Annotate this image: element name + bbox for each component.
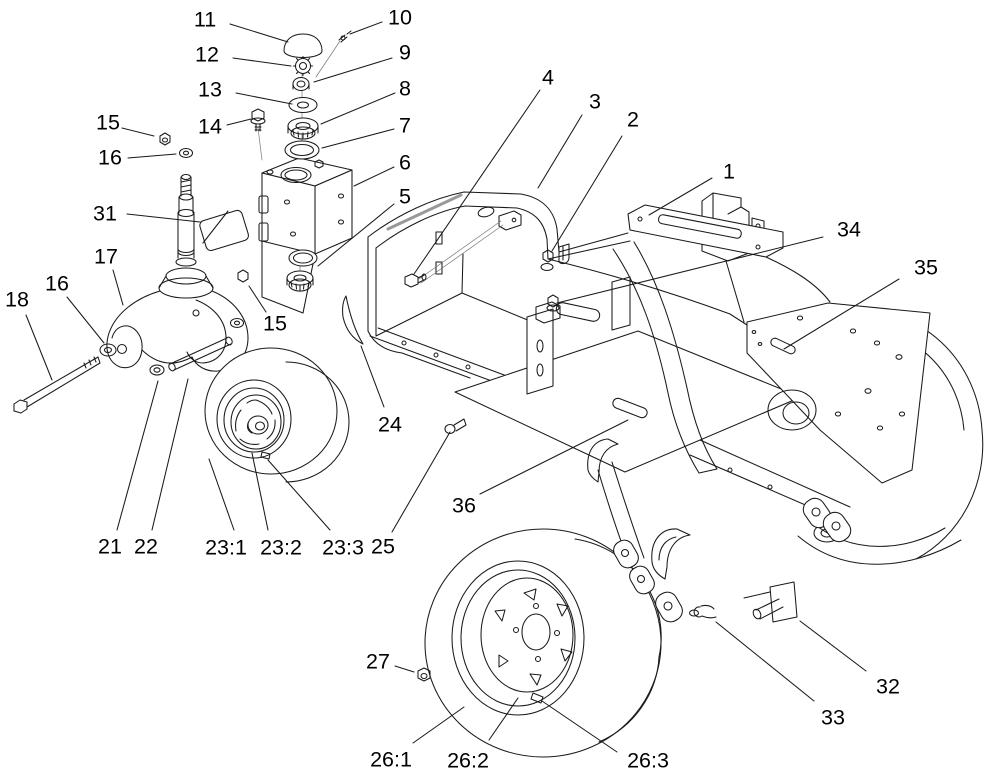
callout-leader-11	[229, 23, 289, 43]
callout-leader-18	[25, 314, 53, 381]
callout-label-34: 34	[837, 218, 861, 242]
callout-label-21: 21	[98, 535, 122, 559]
callout-leader-34	[556, 236, 824, 304]
callout-leader-35	[783, 278, 900, 350]
callout-leader-14	[226, 118, 252, 126]
callout-label-9: 9	[399, 41, 411, 65]
callout-leader-26:3	[541, 700, 618, 753]
callout-label-23:2: 23:2	[260, 536, 302, 560]
callout-label-22: 22	[134, 535, 158, 559]
callout-label-7: 7	[399, 114, 411, 138]
callout-leader-33	[715, 621, 815, 702]
callout-label-14: 14	[198, 115, 222, 139]
callout-label-13: 13	[198, 78, 222, 102]
callout-leader-24	[360, 345, 385, 408]
callout-label-3: 3	[589, 90, 601, 114]
bearing-upper	[287, 117, 319, 135]
callout-leader-1	[648, 177, 713, 216]
callout-label-11: 11	[194, 8, 216, 32]
callout-leader-26:2	[488, 697, 519, 741]
callout-label-12: 12	[195, 43, 219, 67]
callout-leader-15	[121, 127, 155, 137]
callout-leader-21	[116, 380, 159, 531]
callout-label-15: 15	[96, 111, 120, 135]
rear-hitch-assembly	[597, 461, 798, 623]
valve-stem	[260, 451, 271, 460]
callout-leader-7	[321, 128, 395, 149]
callout-leader-2	[551, 135, 623, 252]
callout-label-35: 35	[914, 256, 938, 280]
caster-wheel	[204, 347, 350, 483]
callout-leader-16	[127, 153, 177, 159]
callout-leader-23:2	[251, 452, 269, 531]
callout-leader-23:3	[267, 459, 331, 531]
callout-label-5: 5	[399, 185, 411, 209]
callout-label-15: 15	[263, 312, 287, 336]
callout-label-8: 8	[399, 77, 411, 101]
cap	[283, 33, 323, 58]
callout-label-16: 16	[45, 272, 69, 296]
callout-leader-12	[232, 57, 292, 67]
lug-nut	[417, 667, 431, 682]
callout-label-23:3: 23:3	[322, 536, 364, 560]
callout-label-17: 17	[94, 245, 118, 269]
callout-label-32: 32	[876, 675, 900, 699]
callout-label-6: 6	[399, 151, 411, 175]
callout-leader-17	[112, 269, 124, 306]
callout-leader-6	[353, 166, 395, 187]
callout-leader-3	[537, 114, 583, 189]
rear-wheel	[424, 528, 662, 758]
callout-label-2: 2	[627, 108, 639, 132]
callout-leader-4	[413, 89, 541, 275]
valve-stem	[530, 692, 544, 704]
callout-leader-31	[126, 213, 201, 223]
callout-label-25: 25	[371, 535, 395, 559]
callout-leader-36	[479, 419, 629, 495]
callout-leader-10	[349, 21, 383, 35]
callout-leader-16	[66, 296, 105, 344]
callout-label-26:3: 26:3	[627, 749, 669, 773]
castle-nut	[294, 57, 312, 75]
callout-label-36: 36	[452, 494, 476, 518]
callout-label-24: 24	[378, 413, 402, 437]
callout-label-1: 1	[723, 160, 735, 184]
washer	[288, 96, 318, 114]
callout-label-4: 4	[542, 66, 554, 90]
bearing-cup	[284, 140, 320, 160]
callout-label-16: 16	[98, 146, 122, 170]
callout-layer: 1112131410987654321343515163117161815242…	[5, 6, 938, 773]
callout-label-26:2: 26:2	[447, 749, 489, 773]
callout-label-10: 10	[388, 6, 412, 30]
callout-leader-22	[151, 378, 189, 531]
callout-leader-25	[391, 431, 451, 533]
housing-block-front	[261, 172, 316, 255]
caster-fork-assembly	[13, 132, 249, 414]
callout-leader-26:1	[412, 706, 465, 744]
callout-leader-27	[394, 665, 415, 673]
callout-label-33: 33	[821, 706, 845, 730]
callout-leader-5	[317, 203, 395, 267]
callout-label-26:1: 26:1	[370, 748, 412, 772]
callout-label-27: 27	[366, 650, 390, 674]
callout-label-18: 18	[5, 288, 29, 312]
callout-label-31: 31	[93, 202, 117, 226]
callout-leader-8	[320, 92, 396, 125]
callout-leader-9	[313, 57, 393, 83]
callout-leader-15	[248, 285, 267, 313]
callout-leader-23:1	[208, 458, 235, 531]
callout-label-23:1: 23:1	[205, 536, 247, 560]
callout-leader-32	[799, 620, 867, 672]
frame-weldment	[342, 191, 931, 543]
caster-pivot-stack	[250, 30, 353, 314]
lock-nut	[292, 76, 310, 92]
callout-leader-13	[235, 92, 293, 105]
